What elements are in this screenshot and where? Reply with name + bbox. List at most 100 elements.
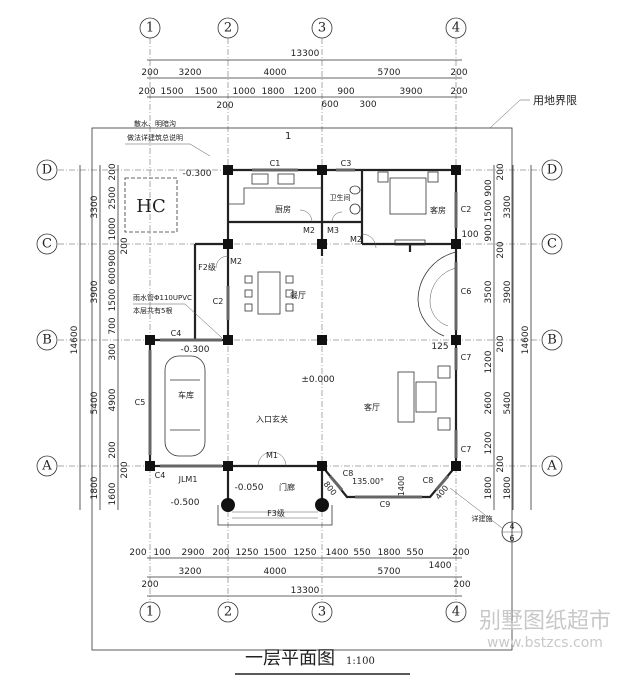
boundary-leader	[489, 99, 530, 129]
dim-left: 200	[120, 237, 130, 254]
door-swing-m3	[331, 211, 343, 223]
dim-top: 3200	[179, 68, 202, 78]
dim-bottom: 2900	[182, 548, 205, 558]
dims-bottom: 200 100 2900 200 1250 1500 1250 1400 550…	[129, 548, 471, 597]
dim-top: 3900	[400, 87, 423, 97]
axis-3-top: 3	[318, 21, 326, 36]
dim-bottom: 3200	[179, 567, 202, 577]
dim-top: 300	[359, 100, 376, 110]
room-living: 客厅	[364, 402, 380, 412]
door-jlm1: JLM1	[178, 475, 198, 484]
dim-right: 200	[496, 163, 506, 180]
armchair-icon	[437, 417, 451, 431]
window-c9: C9	[380, 500, 391, 509]
axis-2-top: 2	[224, 21, 232, 36]
window-c7: C7	[461, 445, 472, 454]
dim-left: 200	[108, 441, 118, 458]
axis-4-top: 4	[452, 21, 460, 36]
dim-left: 200	[120, 461, 130, 478]
room-guest: 客房	[430, 205, 446, 215]
annotations: -0.300 -0.300 ±0.000 -0.050 -0.500 F2级 F…	[170, 169, 450, 518]
door-swing-m2	[299, 209, 313, 223]
level-hc: -0.300	[182, 169, 211, 179]
dim-right: 3900	[503, 280, 513, 303]
dim-left: 1800	[90, 476, 100, 499]
dim-top: 1500	[195, 87, 218, 97]
window-c7: C7	[461, 353, 472, 362]
door-swing-m1	[257, 451, 287, 467]
level-outside: -0.500	[170, 498, 199, 508]
stove-icon	[251, 173, 269, 185]
dims-left: 14600 3300 3900 5400 1800 200 2500 1000 …	[70, 163, 130, 510]
room-porch: 门廊	[279, 482, 295, 492]
dim-right: 2600	[484, 391, 494, 414]
structural-columns	[145, 165, 461, 512]
dim-right: 3300	[503, 195, 513, 218]
dim-right-total: 14600	[521, 325, 531, 354]
dim-bottom: 1400	[326, 548, 349, 558]
sofa-icon	[397, 371, 415, 423]
dim-left: 3900	[90, 280, 100, 303]
axis-a-left: A	[41, 459, 52, 474]
window-c8: C8	[423, 476, 434, 485]
steps-two: F2级	[198, 262, 216, 272]
axis-3-bottom: 3	[318, 605, 326, 620]
tv-cabinet-icon	[394, 239, 426, 246]
spiral-stair-icon	[417, 251, 457, 337]
detail-ref-bottom: 6	[509, 534, 514, 543]
dim-bottom: 200	[452, 548, 469, 558]
notes: 散水、明暗沟 做法详建筑总说明 雨水管Φ110UPVC 本层共有5根 1 详建施…	[125, 119, 523, 543]
dim-top: 1000	[233, 87, 256, 97]
nightstand-icon	[427, 171, 439, 183]
steps-three: F3级	[267, 508, 285, 518]
dim-bottom: 200	[453, 580, 470, 590]
axis-c-left: C	[42, 237, 52, 252]
dim-right: 200	[496, 455, 506, 472]
door-m1: M1	[266, 451, 278, 460]
armchair-icon	[437, 365, 451, 379]
room-dining: 餐厅	[290, 291, 306, 300]
dims-right: 14600 3300 3900 5400 1800 200 900 1500 9…	[431, 163, 532, 510]
dim-right: 5400	[503, 391, 513, 414]
axis-4-bottom: 4	[452, 605, 460, 620]
dim-top: 1800	[262, 87, 285, 97]
dim-top: 900	[337, 87, 354, 97]
nightstand-icon	[377, 171, 389, 183]
note-pipe: 本层共有5根	[133, 306, 172, 315]
dim-top: 5700	[378, 68, 401, 78]
window-c6: C6	[461, 287, 472, 296]
dim-top: 200	[450, 68, 467, 78]
note-apron: 做法详建筑总说明	[127, 133, 183, 142]
window-c3: C3	[341, 159, 352, 168]
dim-bottom: 550	[353, 548, 370, 558]
drawing-scale: 1:100	[346, 656, 375, 667]
dim-bottom: 200	[141, 580, 158, 590]
dim-bottom: 1250	[236, 548, 259, 558]
note-apron: 散水、明暗沟	[134, 119, 176, 128]
dim-left: 200	[108, 163, 118, 180]
dim-right-extra: 100	[461, 230, 478, 240]
window-c8: C8	[343, 469, 354, 478]
axis-d-right: D	[547, 163, 557, 178]
detail-note: 详建施	[472, 514, 493, 523]
bed-icon	[389, 177, 427, 215]
dim-left: 3300	[90, 195, 100, 218]
room-garage: 车库	[178, 390, 194, 400]
stair-dim: 125	[431, 342, 448, 352]
axis-c-right: C	[547, 237, 557, 252]
dim-top: 4000	[264, 68, 287, 78]
shower-icon	[349, 203, 361, 215]
dim-bottom: 1250	[294, 548, 317, 558]
dim-right: 200	[496, 241, 506, 258]
dim-right: 900	[484, 224, 494, 241]
dim-top: 200	[141, 68, 158, 78]
door-m2: M2	[303, 226, 315, 235]
bay-angle: 135.00°	[352, 477, 384, 486]
dim-left-total: 14600	[70, 325, 80, 354]
level-garage: -0.300	[180, 345, 209, 355]
dim-left: 1000	[108, 217, 118, 240]
dim-top: 200	[138, 87, 155, 97]
dim-left: 600	[108, 267, 118, 284]
dims-top: 13300 200 3200 4000 5700 200 200 1500 15…	[138, 49, 467, 111]
axis-b-left: B	[42, 333, 52, 348]
